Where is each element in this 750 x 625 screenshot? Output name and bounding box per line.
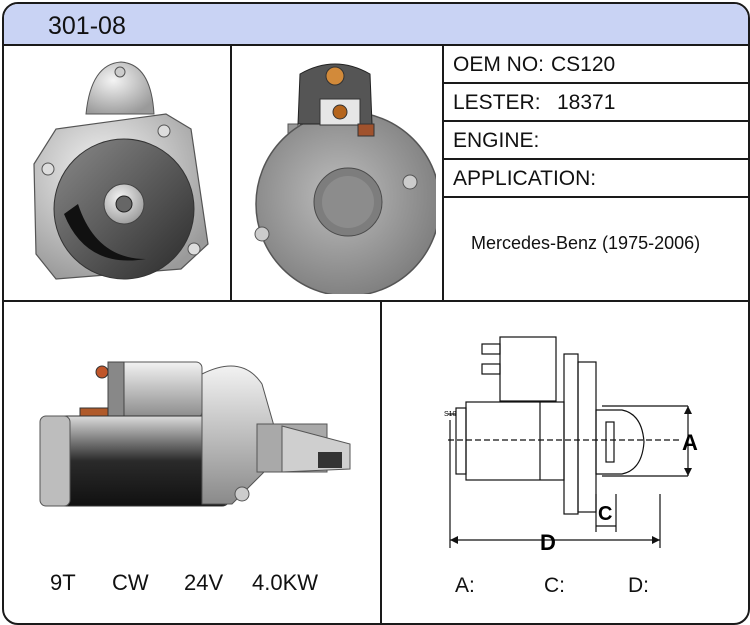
dim-label-a: A [682, 430, 698, 455]
divider-v3 [380, 302, 382, 623]
dim-label-d: D [540, 530, 556, 555]
dim-d-label: D: [628, 574, 649, 597]
engine-label: ENGINE: [453, 129, 540, 152]
dim-c-label: C: [544, 574, 565, 597]
oem-label: OEM NO: [453, 53, 545, 76]
application-row: APPLICATION: [444, 160, 748, 198]
power-spec: 4.0KW [252, 570, 319, 595]
divider-v2 [442, 44, 444, 302]
header-bar: 301-08 [4, 4, 748, 46]
oem-value: CS120 [551, 53, 616, 76]
lester-row: LESTER: 18371 [444, 84, 748, 122]
application-text: Mercedes-Benz (1975-2006) [471, 233, 701, 253]
oem-row: OEM NO: CS120 [444, 46, 748, 84]
divider-v1 [230, 44, 232, 302]
lester-label: LESTER: [453, 91, 541, 114]
voltage-spec: 24V [184, 570, 224, 595]
teeth-spec: 9T [50, 570, 76, 595]
rotation-spec: CW [112, 570, 149, 595]
lester-value: 18371 [557, 91, 616, 114]
engine-row: ENGINE: [444, 122, 748, 160]
starter-side-photo [39, 361, 351, 507]
starter-front-photo [33, 61, 209, 280]
dimension-diagram: A D C S10 [444, 336, 698, 555]
dim-a-label: A: [455, 574, 475, 597]
starter-rear-photo [254, 63, 436, 294]
application-label: APPLICATION: [453, 167, 597, 190]
terminal-label: S10 [444, 411, 457, 418]
part-number: 301-08 [48, 12, 126, 40]
dim-label-c: C [598, 503, 612, 525]
divider-h-middle [4, 300, 748, 302]
